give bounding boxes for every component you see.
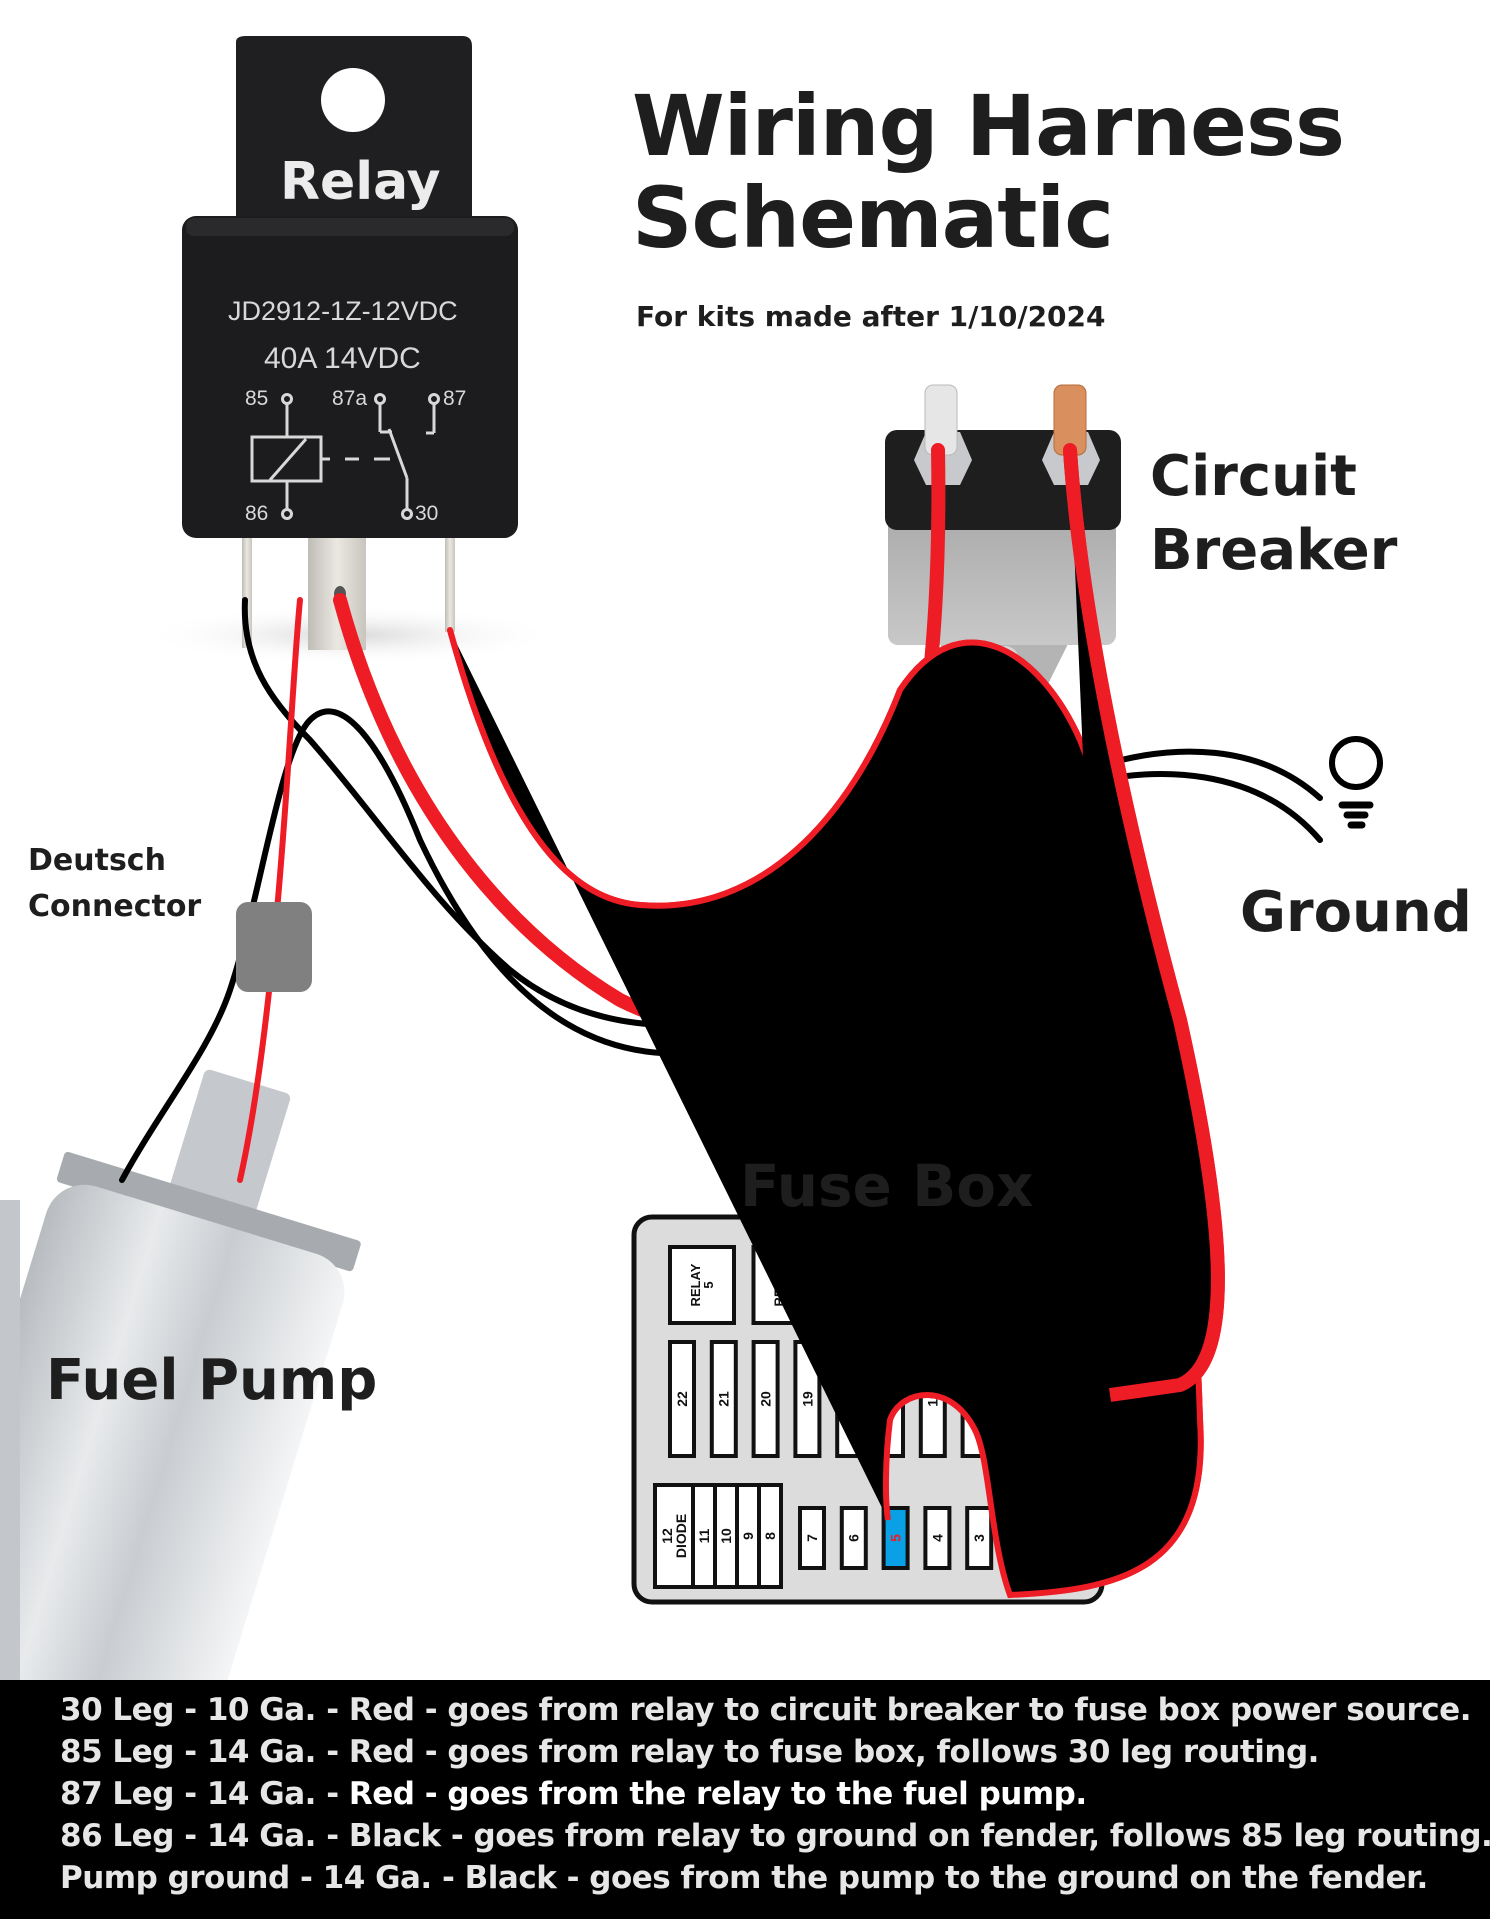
pump-outlet [169,1069,291,1218]
page-subtitle: For kits made after 1/10/2024 [636,300,1106,333]
legend-text: Black - goes from relay to ground on fen… [348,1818,1490,1854]
fusebox-fuse-label-highlighted: 5 [888,1534,904,1542]
wire-breaker-to-fusebox [1063,449,1225,1402]
fusebox-diode-slot [757,1483,783,1589]
fusebox-diode-label: 9 [740,1532,756,1540]
fusebox-diode-label: 12DIODE [659,1514,689,1558]
fusebox-fuse-label: 21 [716,1391,732,1407]
legend-prefix: 85 Leg - 14 Ga. - [60,1734,349,1770]
relay [140,36,560,665]
fusebox-fuse-slot [965,1506,994,1570]
fuel-pump-label: Fuel Pump [46,1348,378,1413]
cb-label-line-1: Circuit [1150,444,1357,509]
fuse-box-label: Fuse Box [740,1152,1034,1220]
fusebox-fuse-slot [798,1506,826,1570]
relay-pin-86 [242,538,252,648]
fusebox-relay-slot [668,1245,736,1325]
cb-label-line-2: Breaker [1150,518,1398,583]
wire-legend: 30 Leg - 10 Ga. - Red - goes from relay … [0,1680,1490,1919]
fusebox-fuse-label: 4 [929,1534,945,1542]
deutsch-label-line-2: Connector [28,889,202,924]
title-line-2: Schematic [632,169,1114,267]
deutsch-connector-label: Deutsch Connector [28,838,201,930]
deutsch-connector [236,902,312,992]
legend-line: 85 Leg - 14 Ga. - Red - goes from relay … [60,1734,1319,1770]
fusebox-fuse-label: 6 [846,1534,862,1542]
fusebox-fuse-label: 19 [799,1391,815,1407]
legend-line: 86 Leg - 14 Ga. - Black - goes from rela… [60,1818,1490,1854]
wire-87-red [237,597,303,1183]
legend-line: 87 Leg - 14 Ga. - Red - goes from the re… [60,1776,1087,1812]
fusebox-diode-label: 8 [762,1532,778,1540]
deutsch-label-line-1: Deutsch [28,843,166,878]
page-title: Wiring Harness Schematic [632,77,1345,267]
relay-model: JD2912-1Z-12VDC [228,296,458,326]
relay-symbol [250,393,440,520]
ground-lug-icon [1329,736,1383,829]
legend-line: 30 Leg - 10 Ga. - Red - goes from relay … [60,1692,1471,1728]
relay-pin-87a-label: 87a [332,387,368,410]
fuel-pump [0,1069,361,1753]
relay-rating: 40A 14VDC [264,342,421,375]
fusebox-relay-label: RELAY5 [688,1263,716,1306]
pump-collar [56,1151,361,1272]
fusebox-diode-label: 10 [718,1528,734,1544]
pump-body [0,1184,345,1753]
fusebox-fuse-label: 3 [971,1534,987,1542]
relay-mount-hole [321,68,385,132]
cb-housing [888,500,1116,645]
relay-pin-86-label: 86 [245,502,269,525]
fusebox-diode-label: 11 [696,1528,712,1543]
legend-highlight: Red - goes from the relay to the fuel pu… [348,1776,1087,1812]
relay-pin-30-label: 30 [415,502,439,525]
ground-label: Ground [1240,880,1472,945]
legend-line: Pump ground - 14 Ga. - Black - goes from… [60,1860,1428,1896]
relay-pin-87 [445,538,455,632]
relay-label: Relay [280,152,441,212]
relay-pin-87-label: 87 [443,387,467,410]
relay-bracket [236,36,472,230]
title-line-1: Wiring Harness [632,77,1345,175]
fusebox-fuse-label: 22 [674,1391,690,1407]
relay-body [182,216,518,538]
legend-text: Black - goes from the pump to the ground… [464,1860,1429,1896]
fusebox-fuse-slot [668,1340,696,1458]
fusebox-fuse-slot [923,1506,952,1570]
pump-edge [0,1200,20,1680]
fusebox-fuse-slot [709,1340,738,1458]
fusebox-fuse-slot [839,1506,868,1570]
fusebox-fuse-label: 7 [804,1534,820,1542]
legend-text: Red - goes from relay to circuit breaker… [348,1692,1472,1728]
fusebox-fuse-label: 20 [758,1391,774,1407]
legend-prefix: Pump ground - 14 Ga. - [60,1860,465,1896]
fusebox-fuse-slot [751,1340,780,1458]
legend-text: Red - goes from relay to fuse box, follo… [348,1734,1320,1770]
relay-pin-85-label: 85 [245,387,269,410]
legend-prefix: 87 Leg - 14 Ga. - [60,1776,349,1812]
circuit-breaker-label: Circuit Breaker [1150,440,1397,588]
relay-top-edge [186,218,514,236]
legend-prefix: 86 Leg - 14 Ga. - [60,1818,349,1854]
legend-prefix: 30 Leg - 10 Ga. - [60,1692,349,1728]
